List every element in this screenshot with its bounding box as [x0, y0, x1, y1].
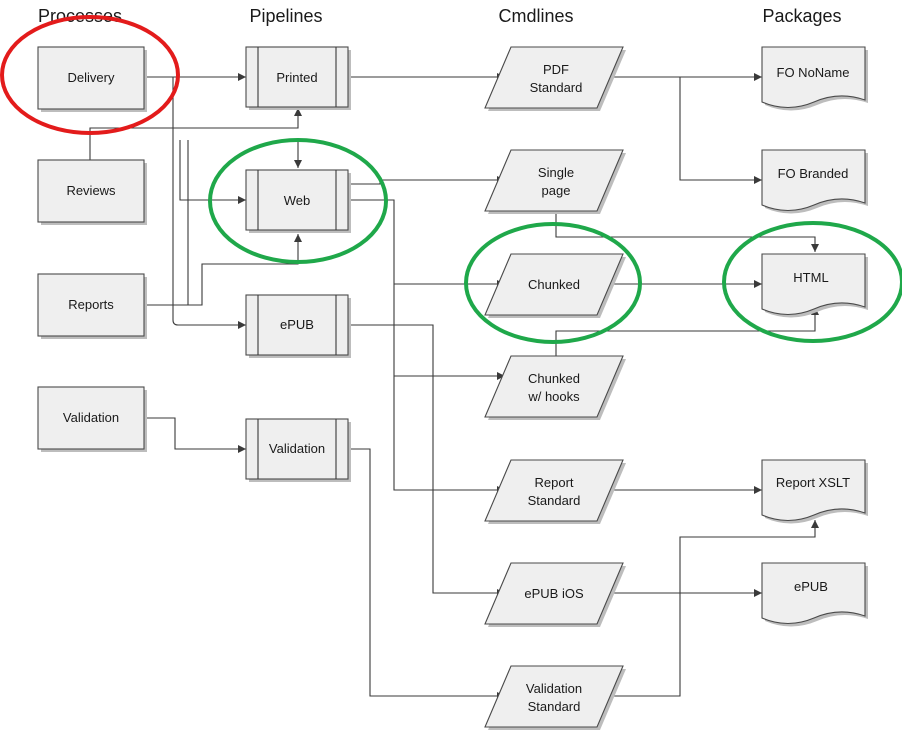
cmdline-single-line2: page — [542, 183, 571, 198]
cmdline-report-standard: Report Standard — [484, 459, 626, 524]
column-title-pipelines: Pipelines — [249, 6, 322, 26]
pipeline-printed-label: Printed — [276, 70, 317, 85]
cmdline-validation-line2: Standard — [528, 699, 581, 714]
process-reviews-label: Reviews — [66, 183, 116, 198]
connector-reviews-printed — [89, 108, 302, 160]
cmdline-hooks-line1: Chunked — [528, 371, 580, 386]
column-title-packages: Packages — [762, 6, 841, 26]
cmdline-validation-line1: Validation — [526, 681, 582, 696]
connector-reports-web — [145, 234, 302, 306]
cmdline-chunked-label: Chunked — [528, 277, 580, 292]
connector-epub-ios — [350, 324, 505, 597]
connector-validation-standard — [350, 448, 505, 700]
cmdline-report-line2: Standard — [528, 493, 581, 508]
process-reviews: Reviews — [37, 159, 147, 225]
cmdline-pdf-line2: Standard — [530, 80, 583, 95]
pipeline-printed: Printed — [245, 46, 351, 110]
package-html: HTML — [761, 253, 868, 318]
package-html-label: HTML — [793, 270, 828, 285]
process-reports: Reports — [37, 273, 147, 339]
process-validation-label: Validation — [63, 410, 119, 425]
package-fo-noname: FO NoName — [761, 46, 868, 111]
connector-pdf-branded — [679, 77, 762, 184]
connector-validation-report — [612, 520, 819, 697]
pipeline-web: Web — [245, 169, 351, 233]
package-fo-noname-label: FO NoName — [777, 65, 850, 80]
pipeline-epub: ePUB — [245, 294, 351, 358]
package-epub: ePUB — [761, 562, 868, 627]
pipeline-epub-label: ePUB — [280, 317, 314, 332]
cmdline-chunked: Chunked — [484, 253, 626, 318]
highlight-red-delivery — [0, 15, 180, 135]
connectors — [89, 73, 819, 700]
cmdline-chunked-hooks: Chunked w/ hooks — [484, 355, 626, 420]
pipeline-validation: Validation — [245, 418, 351, 482]
cmdline-validation-standard: Validation Standard — [484, 665, 626, 730]
cmdline-epub-ios-label: ePUB iOS — [524, 586, 584, 601]
cmdline-pdf-line1: PDF — [543, 62, 569, 77]
cmdline-pdf-standard: PDF Standard — [484, 46, 626, 111]
highlight-green-chunked — [464, 222, 642, 344]
process-reports-label: Reports — [68, 297, 114, 312]
cmdline-single-page: Single page — [484, 149, 626, 214]
column-title-cmdlines: Cmdlines — [498, 6, 573, 26]
highlight-green-web — [208, 138, 388, 264]
package-report-xslt: Report XSLT — [761, 459, 868, 524]
package-report-xslt-label: Report XSLT — [776, 475, 850, 490]
package-fo-branded: FO Branded — [761, 149, 868, 214]
package-fo-branded-label: FO Branded — [778, 166, 849, 181]
pipeline-web-label: Web — [284, 193, 311, 208]
cmdline-epub-ios: ePUB iOS — [484, 562, 626, 627]
process-delivery: Delivery — [37, 46, 147, 112]
connector-delivery-epub — [172, 77, 246, 329]
pipeline-validation-label: Validation — [269, 441, 325, 456]
cmdline-hooks-line2: w/ hooks — [527, 389, 580, 404]
connector-validation-pipeline — [145, 417, 246, 453]
connector-web-report — [350, 199, 505, 494]
connector-web-single — [350, 176, 505, 185]
process-validation: Validation — [37, 386, 147, 452]
process-delivery-label: Delivery — [68, 70, 115, 85]
package-epub-label: ePUB — [794, 579, 828, 594]
cmdline-report-line1: Report — [534, 475, 573, 490]
cmdline-single-line1: Single — [538, 165, 574, 180]
highlight-green-html — [722, 221, 902, 343]
connector-reviews-web — [179, 140, 246, 204]
